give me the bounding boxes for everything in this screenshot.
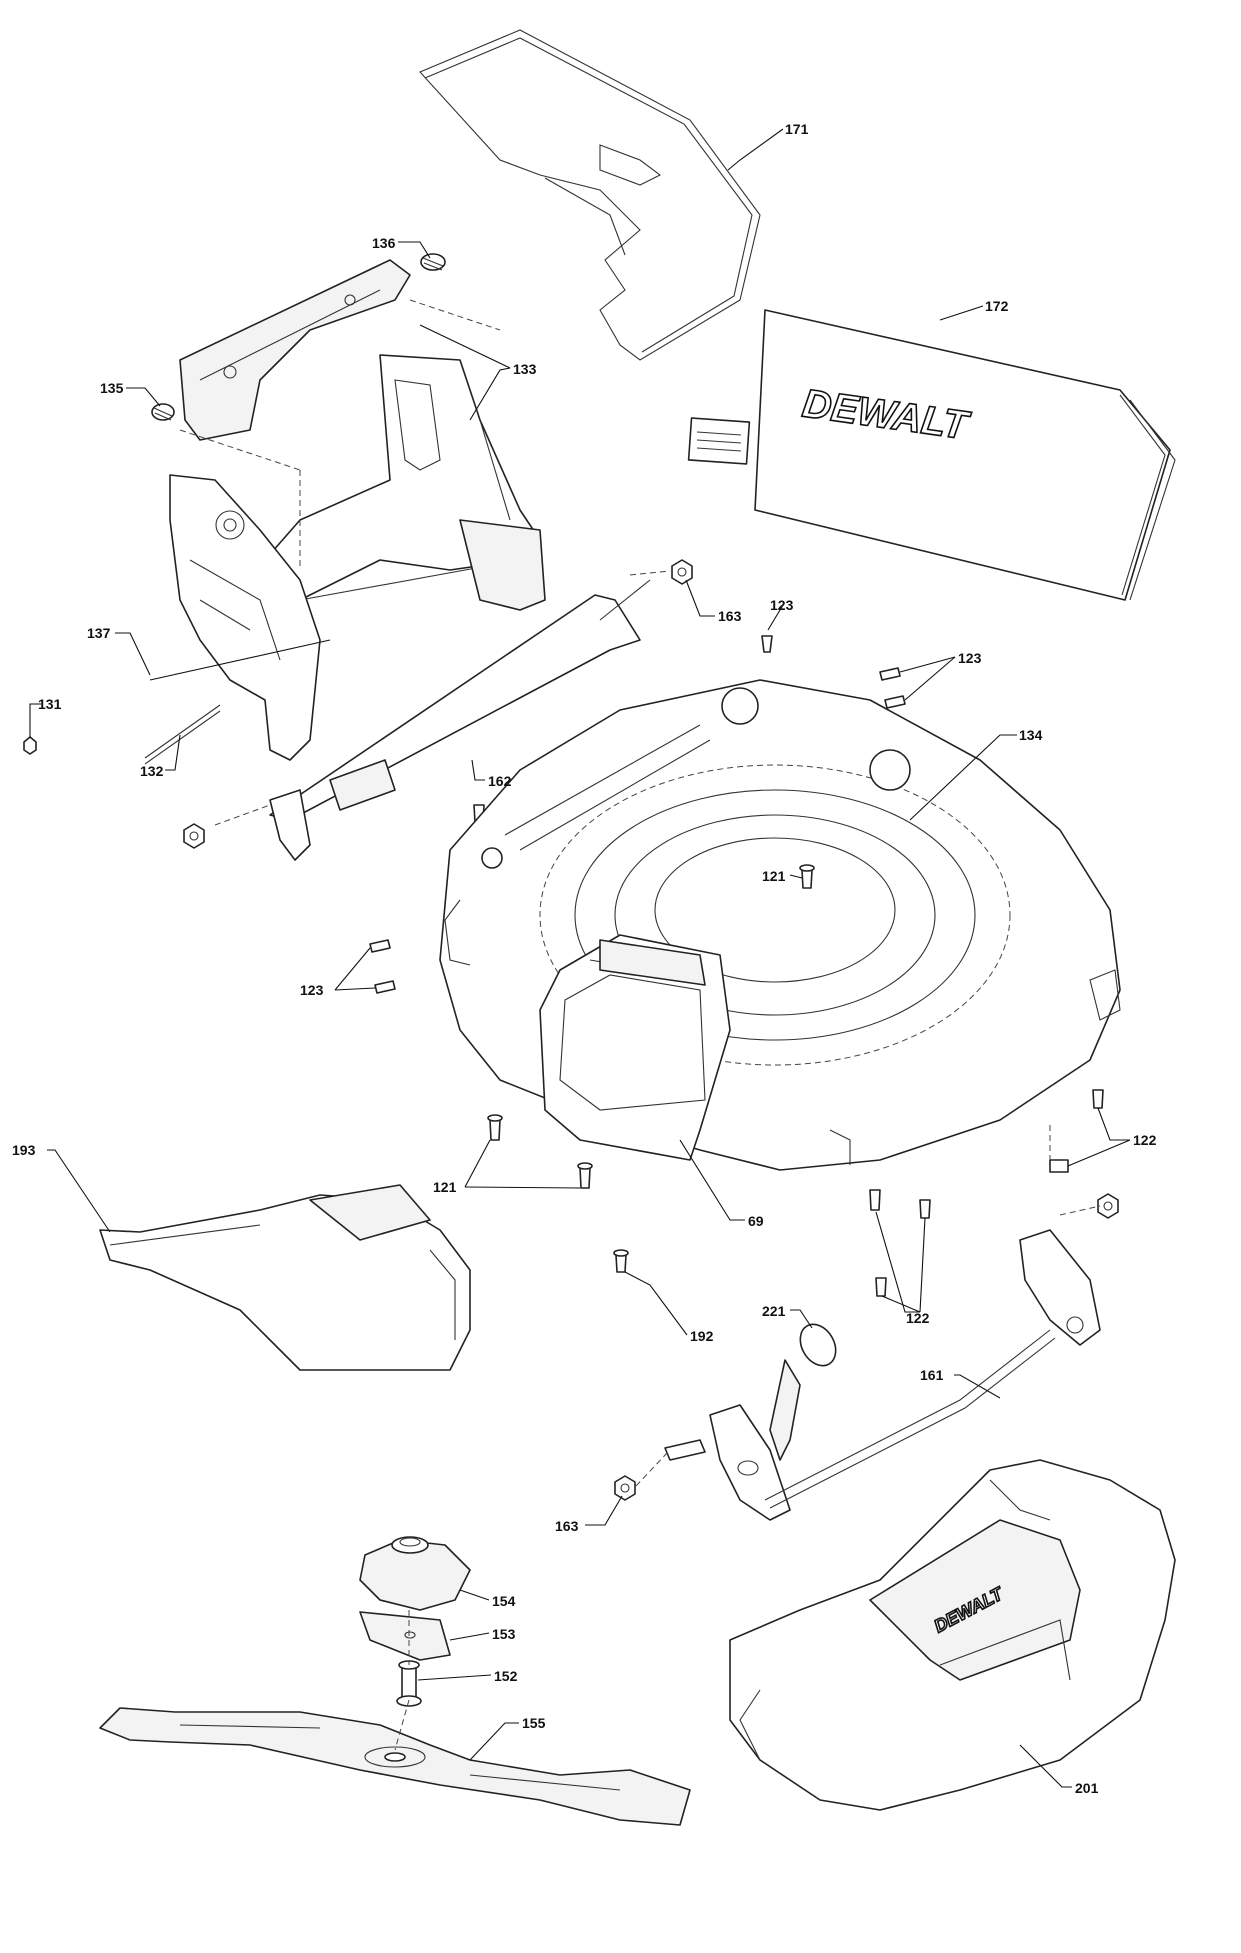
callout-132: 132 bbox=[140, 763, 164, 779]
callout-122-right: 122 bbox=[1133, 1132, 1157, 1148]
screw-123-left-a-part[interactable] bbox=[369, 939, 391, 953]
screw-122-a-part[interactable] bbox=[1092, 1089, 1104, 1109]
screw-121-lower-b-part[interactable] bbox=[577, 1162, 593, 1189]
callout-121-center: 121 bbox=[762, 868, 786, 884]
callout-131: 131 bbox=[38, 696, 62, 712]
rear-axle-162-part[interactable] bbox=[183, 579, 651, 861]
spring-135-part[interactable] bbox=[151, 403, 175, 421]
callout-161: 161 bbox=[920, 1367, 944, 1383]
callout-162: 162 bbox=[488, 773, 512, 789]
callout-163-top: 163 bbox=[718, 608, 742, 624]
screw-122-b-part[interactable] bbox=[1049, 1159, 1069, 1173]
bolt-192-part[interactable] bbox=[613, 1249, 629, 1273]
callout-152: 152 bbox=[494, 1668, 518, 1684]
blade-bolt-152-part[interactable] bbox=[396, 1660, 422, 1707]
screw-123-right-a-part[interactable] bbox=[879, 667, 901, 681]
side-chute-69-part[interactable] bbox=[539, 934, 731, 1161]
callout-163-lower: 163 bbox=[555, 1518, 579, 1534]
rear-housing-133-part[interactable] bbox=[264, 354, 546, 621]
callout-221: 221 bbox=[762, 1303, 786, 1319]
callout-122-lower: 122 bbox=[906, 1310, 930, 1326]
screw-121-center-part[interactable] bbox=[799, 864, 815, 889]
nut-131-part[interactable] bbox=[23, 736, 37, 755]
rear-flap-part[interactable] bbox=[179, 259, 411, 441]
callout-171: 171 bbox=[785, 121, 809, 137]
front-cover-201-part[interactable]: DEWALT bbox=[729, 1459, 1176, 1811]
callout-134: 134 bbox=[1019, 727, 1043, 743]
front-axle-161-part[interactable] bbox=[614, 1193, 1119, 1521]
callout-123-left: 123 bbox=[300, 982, 324, 998]
callout-69: 69 bbox=[748, 1213, 764, 1229]
callout-135: 135 bbox=[100, 380, 124, 396]
callout-153: 153 bbox=[492, 1626, 516, 1642]
grass-bag-frame-part[interactable] bbox=[419, 29, 761, 361]
blade-adapter-154-part[interactable] bbox=[359, 1536, 471, 1611]
callout-136: 136 bbox=[372, 235, 396, 251]
callout-192: 192 bbox=[690, 1328, 714, 1344]
callout-133: 133 bbox=[513, 361, 537, 377]
screw-123-top-part[interactable] bbox=[761, 635, 773, 653]
screw-122-c-part[interactable] bbox=[869, 1189, 881, 1211]
side-deflector-193-part[interactable] bbox=[99, 1184, 471, 1371]
callout-labels: 171 172 136 133 135 163 123 123 137 131 … bbox=[12, 121, 1157, 1796]
screw-123-left-b-part[interactable] bbox=[374, 980, 396, 994]
screw-123-right-b-part[interactable] bbox=[884, 695, 906, 709]
callout-193: 193 bbox=[12, 1142, 36, 1158]
nut-163-top-part[interactable] bbox=[671, 559, 693, 585]
callout-137: 137 bbox=[87, 625, 111, 641]
screw-121-lower-a-part[interactable] bbox=[487, 1114, 503, 1141]
blade-stiffener-153-part[interactable] bbox=[359, 1611, 451, 1661]
callout-154: 154 bbox=[492, 1593, 516, 1609]
screw-122-e-part[interactable] bbox=[875, 1277, 887, 1297]
screw-122-d-part[interactable] bbox=[919, 1199, 931, 1219]
mower-blade-155-part[interactable] bbox=[99, 1707, 691, 1826]
callout-155: 155 bbox=[522, 1715, 546, 1731]
pin-132-part[interactable] bbox=[144, 704, 221, 765]
callout-201: 201 bbox=[1075, 1780, 1099, 1796]
handle-bracket-137-part[interactable] bbox=[149, 474, 331, 761]
assembly-lines bbox=[179, 299, 1101, 1751]
grass-bag-part[interactable]: DEWALT bbox=[687, 309, 1176, 601]
callout-leaders bbox=[29, 128, 1131, 1788]
callout-121-lower: 121 bbox=[433, 1179, 457, 1195]
callout-172: 172 bbox=[985, 298, 1009, 314]
mower-deck-134-part[interactable] bbox=[439, 679, 1121, 1171]
callout-123-right: 123 bbox=[958, 650, 982, 666]
spring-136-part[interactable] bbox=[420, 253, 446, 271]
plug-221-part[interactable] bbox=[793, 1318, 843, 1372]
callout-123-top: 123 bbox=[770, 597, 794, 613]
